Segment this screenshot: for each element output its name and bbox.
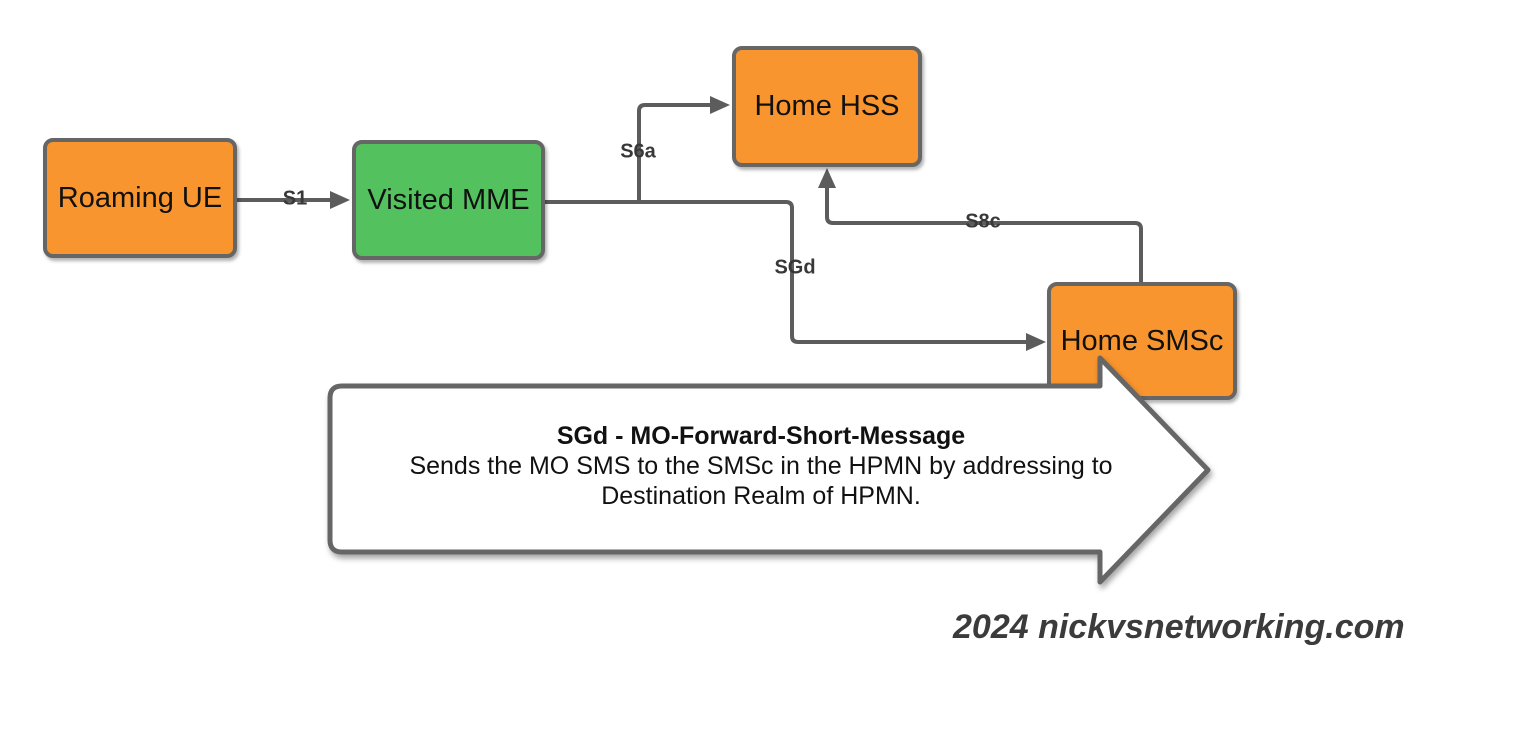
callout-text-block: SGd - MO-Forward-Short-Message Sends the… bbox=[330, 421, 1192, 511]
edge-label-s1: S1 bbox=[282, 187, 308, 210]
edge-label-sgd: SGd bbox=[774, 256, 816, 279]
edge-sgd-line bbox=[545, 200, 1028, 344]
node-roaming-ue: Roaming UE bbox=[43, 138, 237, 258]
edge-label-s8c: S8c bbox=[965, 210, 1001, 233]
node-home-smsc: Home SMSc bbox=[1047, 282, 1237, 400]
callout-title: SGd - MO-Forward-Short-Message bbox=[556, 422, 966, 450]
edge-s6a-arrowhead bbox=[710, 96, 730, 114]
node-home-hss: Home HSS bbox=[732, 46, 922, 167]
node-home-smsc-label: Home SMSc bbox=[1060, 324, 1224, 357]
edge-sgd-arrowhead bbox=[1026, 333, 1046, 351]
node-visited-mme: Visited MME bbox=[352, 140, 545, 260]
edge-s8c-line bbox=[825, 188, 1143, 282]
callout-line2: Destination Realm of HPMN. bbox=[601, 482, 921, 510]
watermark-text: 2024 nickvsnetworking.com bbox=[953, 608, 1405, 646]
edge-s1-arrowhead bbox=[330, 191, 350, 209]
node-roaming-ue-label: Roaming UE bbox=[57, 181, 223, 214]
edge-label-s6a: S6a bbox=[620, 140, 656, 163]
callout-line1: Sends the MO SMS to the SMSc in the HPMN… bbox=[409, 452, 1113, 480]
node-visited-mme-label: Visited MME bbox=[367, 183, 530, 216]
edge-s8c-arrowhead bbox=[818, 168, 836, 188]
node-home-hss-label: Home HSS bbox=[754, 90, 900, 122]
edge-s6a-line bbox=[637, 103, 712, 202]
